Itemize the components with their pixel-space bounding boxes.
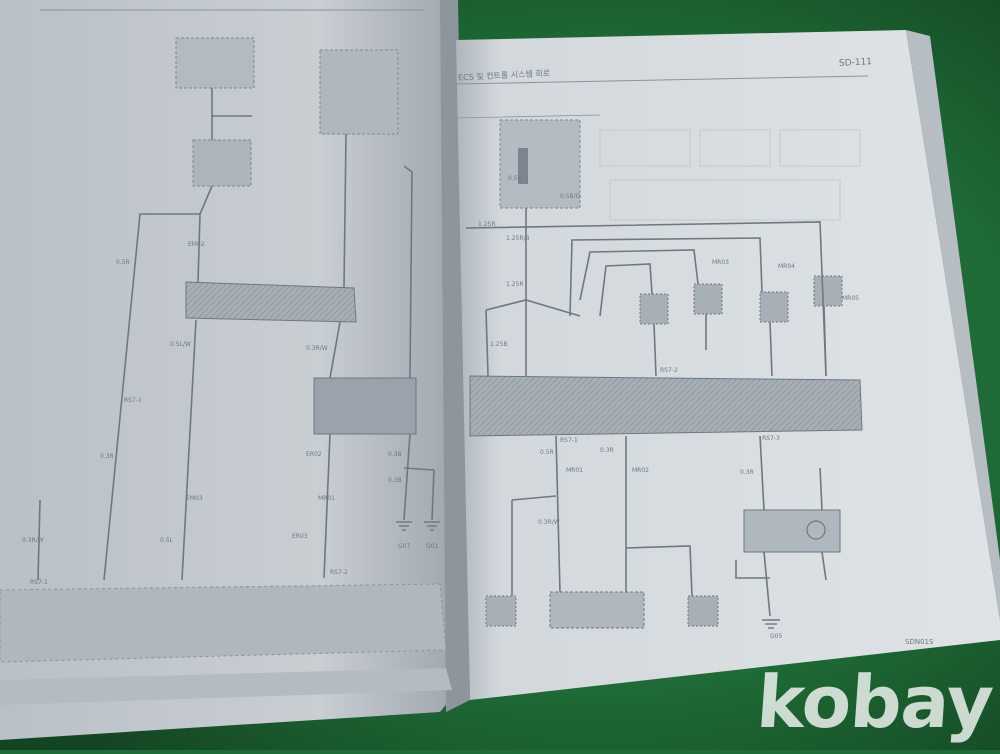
right-subheader-rule — [455, 114, 601, 119]
right-box-bottom-2 — [549, 591, 645, 629]
right-label: 0.3R — [740, 469, 754, 476]
left-box-fuse-top — [175, 37, 255, 89]
right-label: 0.5R — [508, 175, 522, 182]
right-label: MR05 — [842, 295, 859, 302]
right-header-rule — [455, 75, 869, 85]
right-connector-bar — [469, 375, 863, 437]
left-label: 0.3R/W — [306, 345, 328, 352]
left-wires — [37, 88, 435, 581]
left-label: ER02 — [306, 451, 322, 458]
right-label: 0.3R/W — [538, 519, 560, 526]
right-label: MR01 — [566, 467, 583, 474]
left-label: 0.5L/W — [170, 341, 191, 348]
left-label: G07 — [398, 543, 410, 550]
right-label: RS7-3 — [762, 435, 780, 442]
right-label: 1.25R — [478, 221, 496, 228]
right-label: RS7-1 — [560, 437, 578, 444]
right-bg-grid — [599, 129, 861, 221]
right-label: 1.25B — [490, 341, 507, 348]
right-label: 1.25R/B — [506, 235, 530, 242]
right-page — [456, 30, 1000, 700]
left-page — [0, 0, 458, 740]
left-ground-symbols — [396, 521, 440, 531]
right-wires — [465, 208, 827, 617]
right-label: 1.25R — [506, 281, 524, 288]
right-switch-box — [743, 509, 841, 553]
right-page-edge — [906, 30, 1000, 620]
left-label: EM02 — [188, 241, 205, 248]
right-label: 0.5R — [540, 449, 554, 456]
left-label: RS7-2 — [330, 569, 348, 576]
right-box-bottom-3 — [687, 595, 719, 627]
left-box-ecu — [319, 49, 399, 135]
right-ground-symbol — [762, 619, 780, 629]
right-label: 0.5B/O — [560, 193, 581, 200]
book-gutter — [440, 0, 470, 712]
right-label: G05 — [770, 633, 782, 640]
left-label: RS7-1 — [124, 397, 142, 404]
diagram-code: SDN01S — [905, 638, 934, 646]
right-motor-symbol — [806, 520, 826, 540]
right-sensor-1 — [639, 293, 669, 325]
left-label: RS7-1 — [30, 579, 48, 586]
right-label: MR03 — [712, 259, 729, 266]
left-label: G01 — [426, 543, 438, 550]
right-label: RS7-2 — [660, 367, 678, 374]
left-label: MR01 — [318, 495, 335, 502]
right-sensor-4 — [813, 275, 843, 307]
left-box-fuse-mid — [192, 139, 252, 187]
left-labels: 0.5R 0.5L/W 0.3R/W 0.3R 0.5L ER02 ER03 E… — [22, 241, 438, 586]
left-label: 0.3B — [388, 477, 402, 484]
left-label: ER03 — [292, 533, 308, 540]
right-box-bottom-1 — [485, 595, 517, 627]
right-fuse-block — [518, 148, 528, 184]
page-stack — [0, 668, 452, 705]
right-sensor-2 — [693, 283, 723, 315]
right-box-power — [499, 119, 581, 209]
right-label: 0.3R — [600, 447, 614, 454]
right-sensor-3 — [759, 291, 789, 323]
right-page-number: SD-111 — [838, 57, 873, 69]
right-labels: 1.25R 1.25R/B 0.5R 0.5B/O 1.25R 0.5R 0.3… — [478, 175, 859, 640]
left-bottom-band — [0, 583, 447, 663]
left-label: 0.5R — [116, 259, 130, 266]
left-label: 0.3R/W — [22, 537, 44, 544]
watermark-logo: kobay — [753, 660, 995, 744]
right-label: MR04 — [778, 263, 795, 270]
right-label: MR02 — [632, 467, 649, 474]
left-label: 0.5L — [160, 537, 174, 544]
left-label: 0.3B — [388, 451, 402, 458]
left-label: 0.3R — [100, 453, 114, 460]
left-connector-bar — [185, 281, 357, 323]
left-label: EM03 — [186, 495, 203, 502]
left-module-box — [313, 377, 417, 435]
